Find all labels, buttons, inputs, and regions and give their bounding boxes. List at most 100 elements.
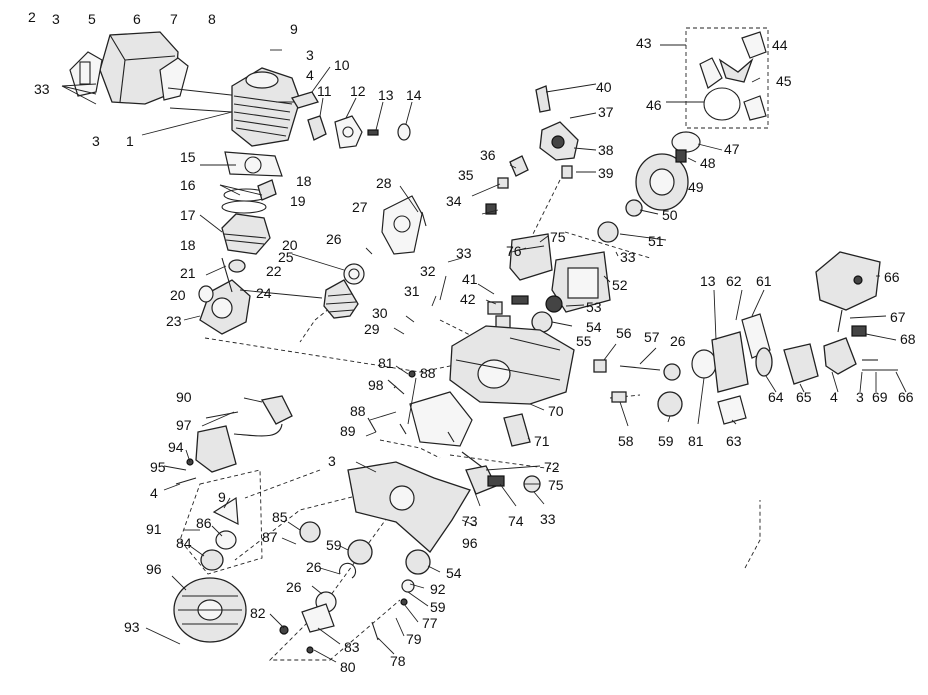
callout-63: 64: [768, 389, 784, 405]
callout-42: 42: [460, 291, 476, 307]
callout-24: 24: [256, 285, 272, 301]
spark-plug-part: [276, 91, 319, 109]
callout-37: 37: [598, 104, 614, 120]
callout-54: 54: [586, 319, 602, 335]
exhaust-gasket-part: [334, 115, 363, 149]
callout-14: 14: [406, 87, 422, 103]
bottom-plate-parts: [279, 579, 415, 654]
starter-box: [179, 469, 263, 575]
callout-38: 38: [598, 142, 614, 158]
callout-13: 62: [726, 273, 742, 289]
callout-2: 2: [28, 9, 36, 25]
decomp-valve-part: [307, 115, 327, 141]
chain-guide-part: [503, 413, 531, 447]
callout-56: 56: [616, 325, 632, 341]
callout-3: 69: [872, 389, 888, 405]
callout-20: 20: [282, 237, 298, 253]
clutch-cover-box: [699, 31, 767, 121]
callout-19: 19: [290, 193, 306, 209]
callout-73: 73: [462, 513, 478, 529]
callout-83: 93: [124, 619, 140, 635]
callout-92: 26: [306, 559, 322, 575]
callout-25: 25: [278, 249, 294, 265]
callout-61: 63: [726, 433, 742, 449]
oil-pump-part: [539, 121, 579, 161]
callout-26: 92: [430, 581, 446, 597]
pump-hose-part: [535, 85, 551, 113]
callout-59: 54: [446, 565, 462, 581]
callout-11: 11: [317, 83, 332, 99]
callout-87: 84: [176, 535, 192, 551]
callout-88: 88: [350, 403, 366, 419]
callout-98: 76: [506, 243, 522, 259]
callout-35: 35: [458, 167, 474, 183]
callout-leaders: [61, 44, 907, 663]
callout-18: 18: [180, 237, 196, 253]
callout-28: 28: [376, 175, 392, 191]
callout-71: 71: [534, 433, 550, 449]
callout-16: 16: [180, 177, 196, 193]
callout-34: 34: [446, 193, 462, 209]
callout-7: 7: [170, 11, 178, 27]
callout-4: 3: [856, 389, 864, 405]
intake-flange-part: [343, 263, 365, 285]
impulse-parts: [593, 359, 683, 417]
small-bolts-part: [367, 370, 455, 443]
oil-line-parts: [485, 155, 529, 215]
callout-4: 4: [306, 67, 314, 83]
callout-26: 26: [670, 333, 686, 349]
callout-6: 6: [133, 11, 141, 27]
callout-49: 49: [688, 179, 704, 195]
callout-58: 58: [618, 433, 634, 449]
pump-worm-part: [561, 165, 573, 179]
callout-97: 88: [420, 365, 436, 381]
callout-81: 33: [620, 249, 636, 265]
handle-bracket-part: [409, 391, 473, 447]
callout-39: 39: [598, 165, 614, 181]
callout-80: 82: [250, 605, 266, 621]
callout-54: 59: [326, 537, 342, 553]
carb-gasket-part: [711, 313, 771, 393]
callout-64: 65: [796, 389, 812, 405]
air-filter-part: [823, 337, 898, 375]
callout-26: 87: [262, 529, 278, 545]
callout-43: 43: [636, 35, 652, 51]
carb-spacer-part: [691, 349, 717, 379]
callout-47: 47: [724, 141, 740, 157]
callout-41: 41: [462, 271, 478, 287]
callout-91: 3: [328, 453, 336, 469]
callout-9: 9: [290, 21, 298, 37]
top-cover-part: [99, 31, 179, 105]
clutch-washers-part: [597, 199, 643, 243]
callout-46: 46: [646, 97, 662, 113]
callout-76: 96: [462, 535, 478, 551]
throttle-link-part: [717, 395, 747, 425]
cylinder-base-gasket-part: [224, 151, 283, 177]
piston-pin-part: [257, 179, 277, 201]
callout-3: 3: [306, 47, 314, 63]
callout-90: 89: [340, 423, 356, 439]
carb-bolt-part: [421, 211, 427, 227]
callout-89: 98: [368, 377, 384, 393]
callout-67: 67: [890, 309, 906, 325]
callout-59: 59: [658, 433, 674, 449]
callout-8: 8: [208, 11, 216, 27]
crankcase-part: [449, 325, 575, 405]
callout-52: 52: [612, 277, 628, 293]
filter-bolt-part: [837, 309, 867, 337]
callout-32: 32: [420, 263, 436, 279]
piston-part: [221, 213, 271, 255]
callout-69: 66: [898, 389, 914, 405]
seal-part: [531, 295, 563, 333]
callout-33: 33: [34, 81, 50, 97]
callout-15: 15: [180, 149, 196, 165]
callout-18: 18: [296, 173, 312, 189]
callout-57: 57: [644, 329, 660, 345]
intake-bellows-part: [323, 279, 359, 319]
callout-44: 44: [772, 37, 788, 53]
callout-59: 85: [272, 509, 288, 525]
callout-10: 10: [334, 57, 350, 73]
callout-13: 13: [378, 87, 394, 103]
callout-9: 4: [150, 485, 158, 501]
callout-93: 26: [286, 579, 302, 595]
